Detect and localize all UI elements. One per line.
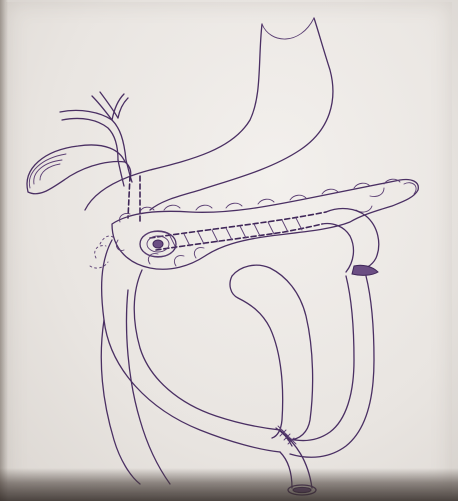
photo-bottom-shadow xyxy=(0,468,458,501)
hepatic-ducts xyxy=(60,92,132,186)
inner-loop xyxy=(230,265,313,440)
jejunal-limb xyxy=(286,276,374,457)
duodenum xyxy=(101,240,280,484)
ampulla-lesion xyxy=(140,231,176,257)
gallbladder xyxy=(27,145,131,194)
proximal-jejunum-loop xyxy=(322,209,379,276)
